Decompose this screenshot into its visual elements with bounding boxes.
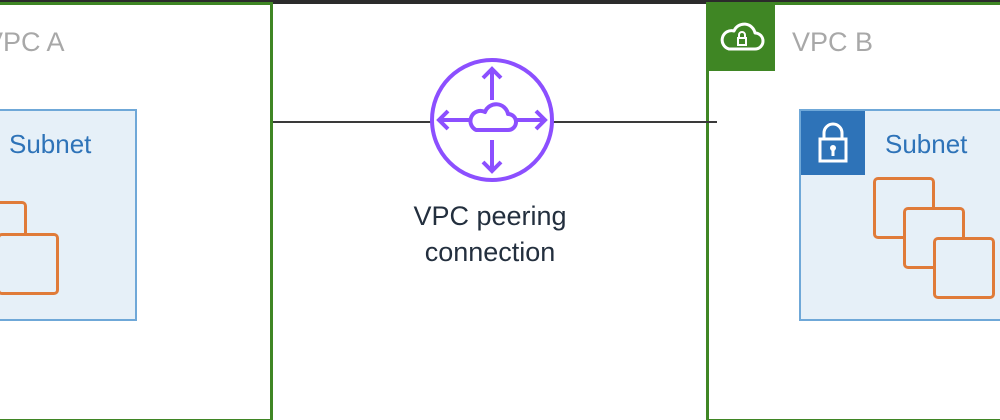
vpc-a-subnet: Subnet <box>0 109 137 321</box>
vpc-a-label: VPC A <box>0 27 65 57</box>
cloud-icon <box>709 5 775 71</box>
peering-icon <box>430 58 554 182</box>
vpc-b-label: VPC B <box>792 27 874 57</box>
peering-line-right <box>552 121 717 123</box>
peering-label-line2: connection <box>424 237 556 267</box>
peering-label: VPC peering connection <box>360 198 620 270</box>
instance-box <box>933 237 995 299</box>
vpc-b-subnet-label: Subnet <box>885 129 968 159</box>
vpc-a-container: VPC A Subnet <box>0 2 273 420</box>
lock-icon <box>801 111 865 175</box>
top-border <box>0 0 1000 4</box>
vpc-b-subnet: Subnet <box>799 109 1000 321</box>
vpc-a-subnet-label: Subnet <box>9 129 92 159</box>
instance-box <box>0 233 59 295</box>
vpc-b-container: VPC B Subnet <box>706 2 1000 420</box>
peering-line-left <box>273 121 433 123</box>
peering-label-line1: VPC peering <box>413 201 567 231</box>
